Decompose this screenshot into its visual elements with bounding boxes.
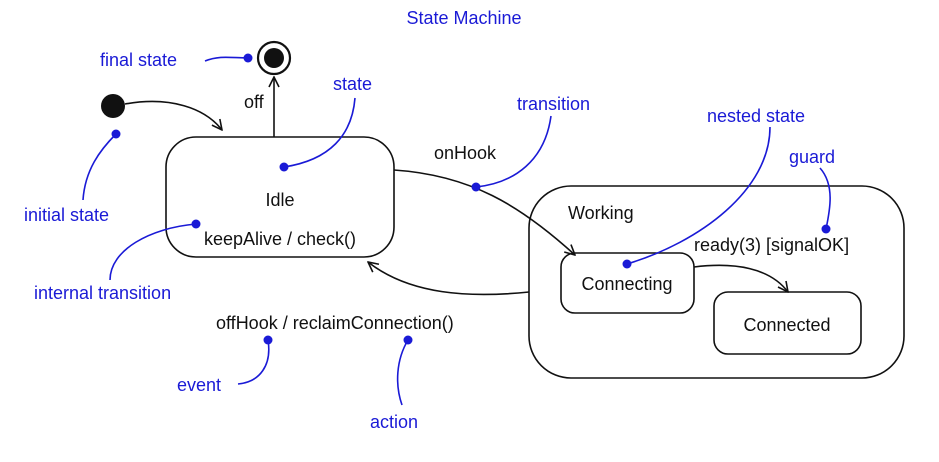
annotation-action-label: action [370, 412, 418, 432]
annotation-initial-state-label: initial state [24, 205, 109, 225]
final-state-node [256, 40, 292, 76]
annotation-internal-transition: internal transition [34, 219, 201, 303]
annotation-internal-transition-label: internal transition [34, 283, 171, 303]
annotation-state-label: state [333, 74, 372, 94]
offhook-transition-arrow [368, 262, 530, 296]
ready-transition-arrow [693, 264, 788, 292]
connecting-state [560, 252, 695, 314]
annotation-guard-label: guard [789, 147, 835, 167]
working-state-label: Working [568, 203, 634, 223]
annotation-state: state [279, 74, 372, 172]
offhook-transition-label: offHook / reclaimConnection() [216, 313, 454, 333]
annotation-initial-state: initial state [24, 129, 121, 225]
idle-state-label: Idle [265, 190, 294, 210]
idle-state [165, 136, 395, 258]
connecting-state-label: Connecting [581, 274, 672, 294]
onhook-transition-label: onHook [434, 143, 497, 163]
initial-transition-arrow [124, 100, 222, 130]
annotation-transition-label: transition [517, 94, 590, 114]
idle-internal-transition: keepAlive / check() [204, 229, 356, 249]
annotation-transition: transition [471, 94, 590, 192]
annotation-final-state: final state [100, 50, 253, 70]
connected-state-label: Connected [743, 315, 830, 335]
annotation-nested-state: nested state [622, 106, 805, 269]
annotation-action: action [370, 335, 418, 432]
annotation-nested-state-label: nested state [707, 106, 805, 126]
annotation-guard: guard [789, 147, 835, 234]
initial-state-node [101, 94, 125, 118]
diagram-title: State Machine [406, 8, 521, 28]
annotation-final-state-label: final state [100, 50, 177, 70]
onhook-transition-arrow [393, 169, 575, 255]
ready-transition-label: ready(3) [signalOK] [694, 235, 849, 255]
annotation-event: event [177, 335, 273, 395]
annotation-event-label: event [177, 375, 221, 395]
off-transition-label: off [244, 92, 265, 112]
